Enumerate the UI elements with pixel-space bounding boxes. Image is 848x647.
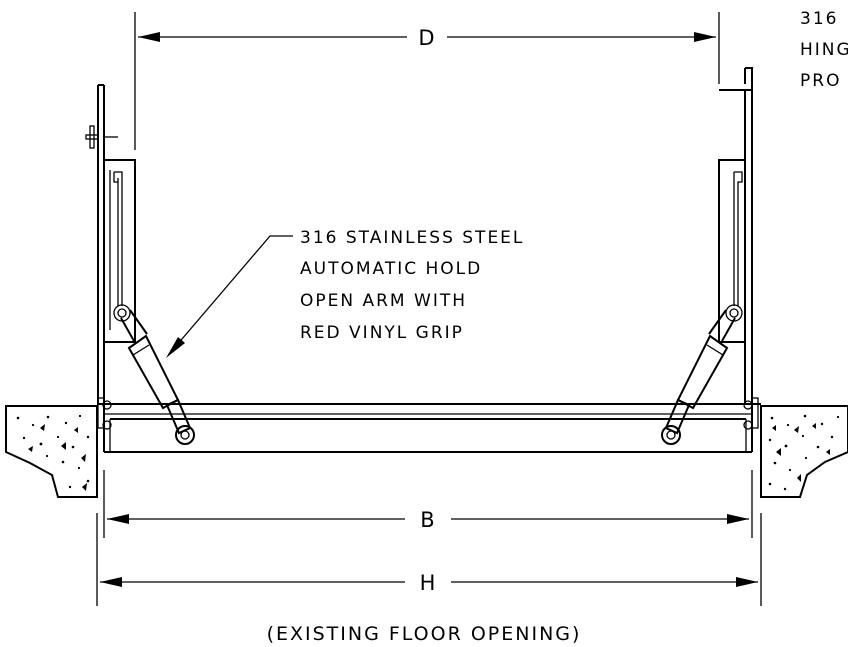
left-door-leaf: [85, 84, 136, 404]
hinge-callout-note: 316 HING PRO: [800, 9, 848, 91]
hinge-note-line-1: 316: [800, 9, 838, 29]
dimension-b: B: [103, 470, 753, 538]
floor-opening-caption: (EXISTING FLOOR OPENING): [267, 623, 582, 645]
dimension-b-label: B: [420, 508, 435, 532]
dimension-h-label: H: [420, 571, 437, 595]
arm-note-line-2: AUTOMATIC HOLD: [300, 259, 482, 279]
right-hold-open-arm: [661, 309, 736, 445]
left-concrete-slab: [5, 405, 98, 498]
arm-callout-note: 316 STAINLESS STEEL AUTOMATIC HOLD OPEN …: [300, 228, 524, 343]
dimension-d: D: [134, 12, 720, 150]
right-concrete-slab: [760, 405, 848, 498]
hatch-frame: [97, 397, 761, 453]
dimension-d-label: D: [418, 26, 435, 50]
arm-note-line-3: OPEN ARM WITH: [300, 291, 467, 311]
dimension-h: H: [96, 513, 762, 606]
hinge-note-line-2: HING: [800, 40, 848, 60]
arm-note-line-1: 316 STAINLESS STEEL: [300, 228, 524, 248]
left-hold-open-arm: [120, 309, 195, 445]
hinge-note-line-3: PRO: [800, 71, 841, 91]
right-door-leaf: [718, 67, 753, 404]
arm-note-leader: [166, 235, 293, 358]
arm-note-line-4: RED VINYL GRIP: [300, 323, 464, 343]
